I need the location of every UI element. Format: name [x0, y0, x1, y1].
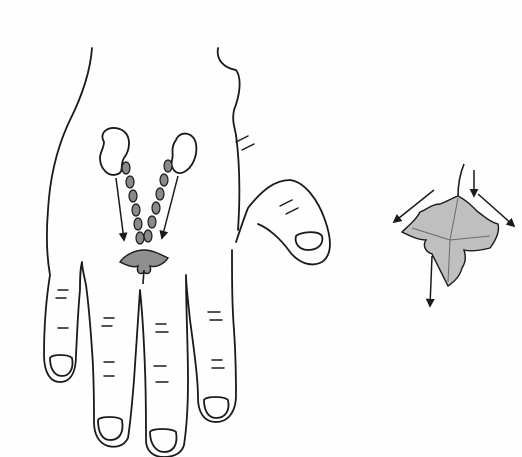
hand-drawing	[44, 48, 330, 457]
arrow-icon	[116, 178, 124, 240]
arrow-icon	[430, 256, 432, 306]
ureter-stem	[143, 270, 144, 284]
middle-finger-nail	[150, 429, 177, 452]
ureter-beads-right	[144, 160, 172, 242]
kidney-system	[100, 128, 196, 284]
leaf-stem	[458, 164, 464, 196]
maple-leaf	[394, 164, 514, 306]
hand-outline-icon	[44, 48, 330, 457]
ring-finger-nail	[98, 417, 123, 440]
index-finger-nail	[204, 397, 229, 418]
thumb-nail	[296, 232, 323, 250]
ureter-beads-left	[122, 162, 144, 244]
little-finger-nail	[50, 355, 73, 376]
kidney-icon	[172, 134, 197, 173]
